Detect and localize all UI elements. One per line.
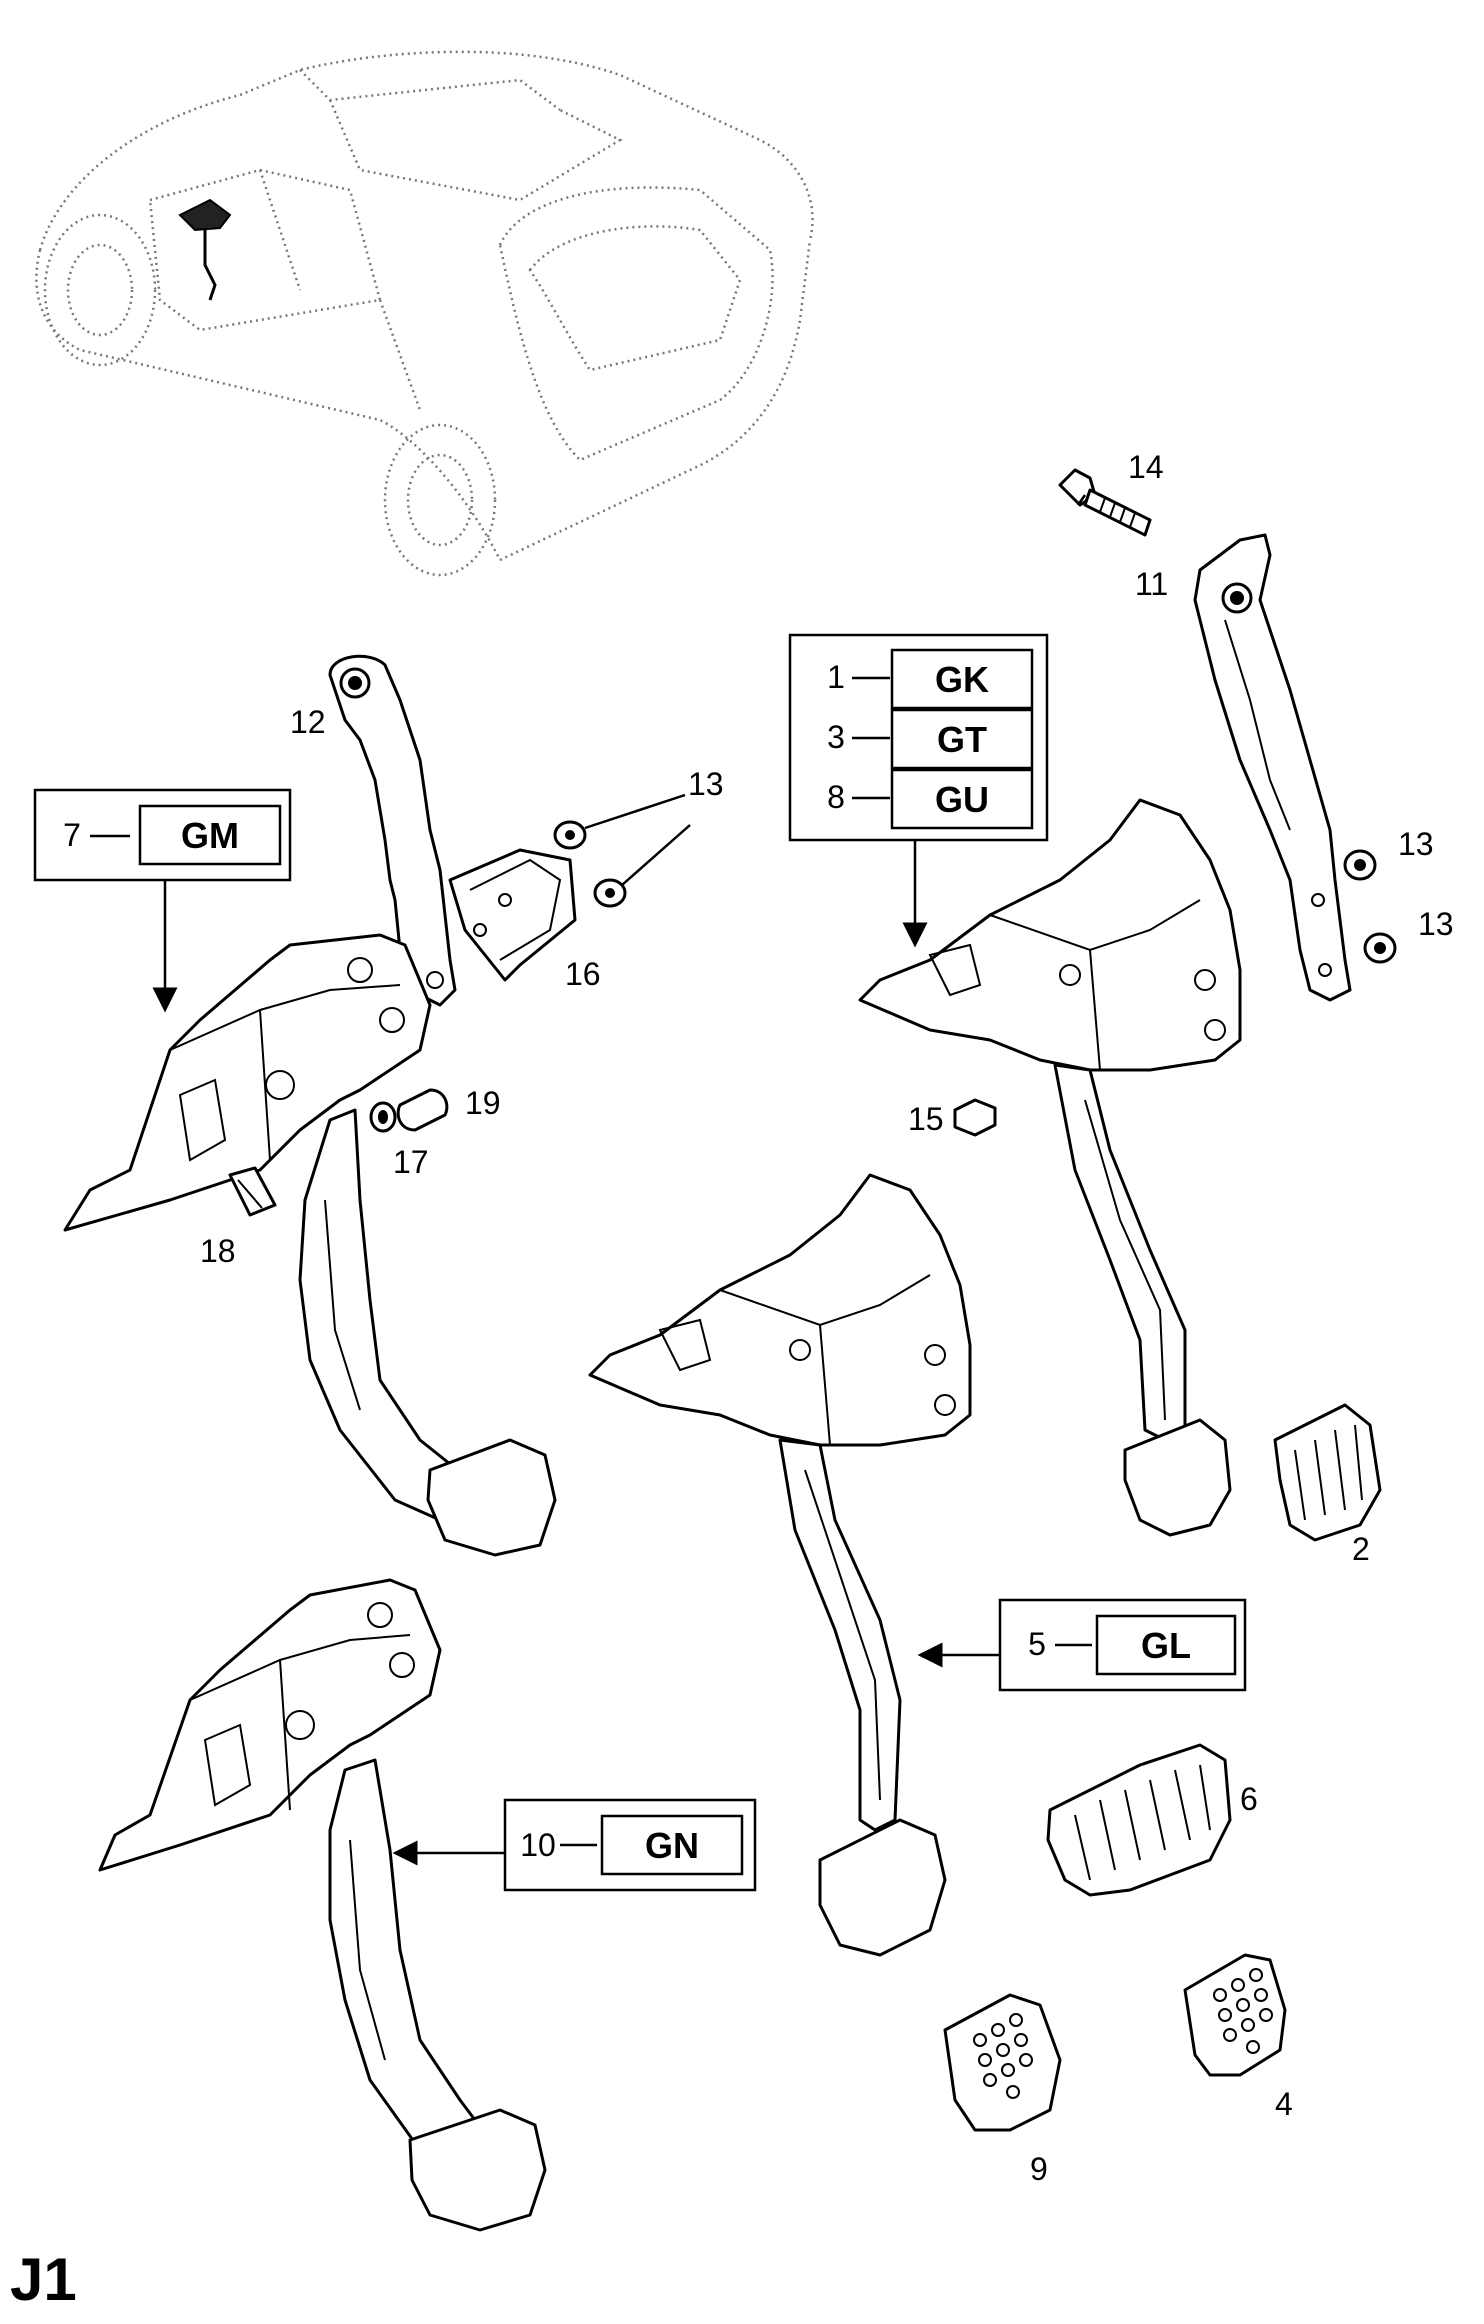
clip-18: [228, 1166, 277, 1217]
label-11: 11: [1135, 566, 1168, 602]
label-13-c: 13: [1418, 906, 1454, 942]
label-6: 6: [1240, 1781, 1258, 1817]
callout-gt-number: 3: [827, 719, 845, 755]
leader-lines: [584, 494, 1087, 886]
callout-gl-code: GL: [1141, 1625, 1191, 1666]
pedal-assembly-gk-gt-gu: [858, 798, 1242, 1537]
part-labels: 14 11 12 13 13 13 16 19 17 18 15 2 6 4 9: [200, 449, 1454, 2187]
callout-gu-number: 8: [827, 779, 845, 815]
callout-gl: 5 GL: [917, 1598, 1247, 1692]
label-14: 14: [1128, 449, 1164, 485]
nut-15: [953, 1098, 997, 1137]
pedal-assembly-gl: [588, 1173, 972, 1957]
bolt-14: [1058, 468, 1152, 537]
callout-gk-gt-gu: 1 GK 3 GT 8 GU: [788, 633, 1049, 948]
pedal-assembly-gn: [98, 1578, 547, 2232]
callout-gu-code: GU: [935, 779, 989, 820]
callout-gn: 10 GN: [392, 1798, 757, 1892]
callout-gm-code: GM: [181, 815, 239, 856]
callout-gn-number: 10: [520, 1827, 556, 1863]
pedal-pad-6: [1046, 1743, 1232, 1897]
nut-13-c: [1343, 849, 1377, 881]
nut-13-d: [1363, 932, 1397, 964]
label-12: 12: [290, 704, 326, 740]
label-16: 16: [565, 956, 601, 992]
label-18: 18: [200, 1233, 236, 1269]
bracket-16: [448, 848, 577, 982]
bushing-19: [396, 1088, 449, 1132]
pedal-pad-4: [1183, 1953, 1287, 2077]
bracket-12: [328, 654, 457, 1007]
label-15: 15: [908, 1101, 944, 1137]
label-13-b: 13: [1398, 826, 1434, 862]
label-13-a: 13: [688, 766, 724, 802]
pedal-pad-9: [943, 1993, 1062, 2132]
washer-17: [369, 1101, 397, 1133]
bracket-11: [1193, 533, 1352, 1002]
callout-gk-number: 1: [827, 659, 845, 695]
callout-gt-code: GT: [937, 719, 987, 760]
pedal-pad-2: [1273, 1403, 1382, 1542]
label-4: 4: [1275, 2086, 1293, 2122]
page-code: J1: [10, 2246, 77, 2313]
callout-gm-number: 7: [63, 817, 81, 853]
nut-13-a: [553, 820, 587, 850]
label-2: 2: [1352, 1531, 1370, 1567]
label-19: 19: [465, 1085, 501, 1121]
callout-gk-code: GK: [935, 659, 989, 700]
callout-gn-code: GN: [645, 1825, 699, 1866]
label-9: 9: [1030, 2151, 1048, 2187]
nut-13-b: [593, 878, 627, 908]
label-17: 17: [393, 1144, 429, 1180]
callout-gl-number: 5: [1028, 1626, 1046, 1662]
vehicle-location-illustration: [35, 50, 814, 577]
callout-gm: 7 GM: [33, 788, 292, 1013]
pedal-assembly-gm: [63, 933, 557, 1557]
